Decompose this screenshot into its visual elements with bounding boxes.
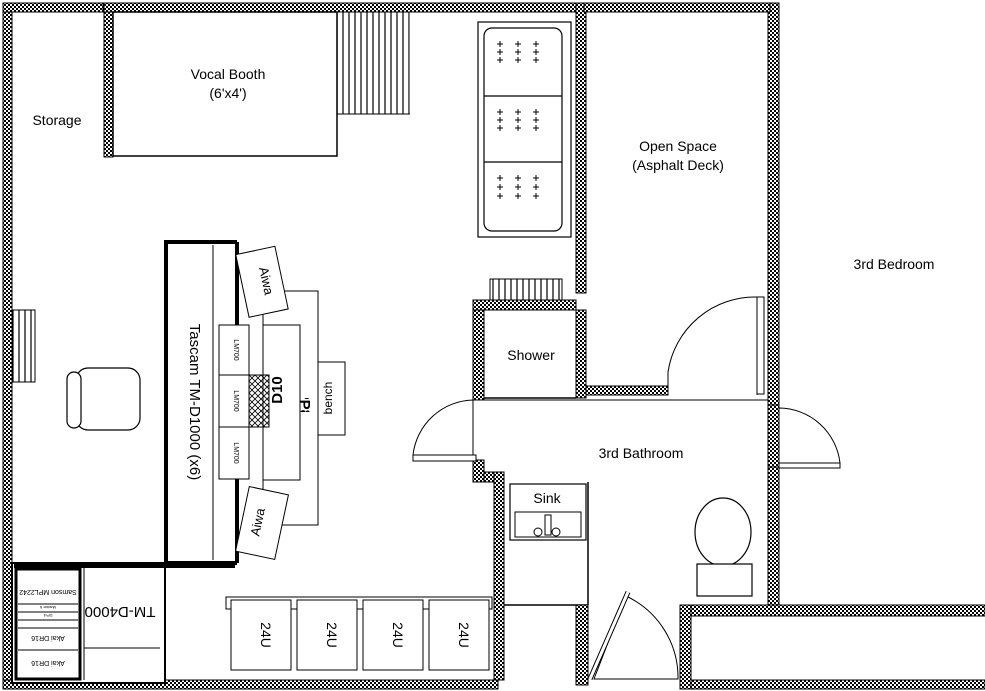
sofa-tuft bbox=[515, 193, 521, 199]
bench bbox=[317, 361, 346, 436]
sofa-tuft bbox=[533, 109, 539, 115]
lm700-label-b: LM700 bbox=[232, 390, 239, 412]
chair bbox=[66, 367, 141, 431]
crosshatch-block bbox=[248, 374, 270, 428]
sofa-tuft bbox=[533, 57, 539, 63]
bathroom-door-left[interactable] bbox=[412, 399, 477, 462]
sofa-tuft bbox=[533, 193, 539, 199]
sofa-tuft bbox=[497, 184, 503, 190]
sofa-tuft bbox=[497, 49, 503, 55]
sofa-tuft bbox=[533, 175, 539, 181]
vocal-booth-label: Vocal Booth bbox=[191, 66, 266, 82]
toilet bbox=[694, 497, 753, 597]
bedroom-door[interactable] bbox=[778, 407, 841, 469]
bathroom-label: 3rd Bathroom bbox=[599, 445, 684, 461]
sofa-tuft bbox=[515, 49, 521, 55]
pp-label: PP85 bbox=[296, 390, 313, 427]
samson-label: Samson MPL2242 bbox=[19, 588, 77, 595]
vocal-booth bbox=[112, 11, 338, 157]
sofa-tuft bbox=[533, 41, 539, 47]
akai-label-1: Akai DR16 bbox=[31, 634, 65, 641]
sofa-tuft bbox=[515, 184, 521, 190]
lm700-label-a: LM700 bbox=[232, 339, 239, 361]
sofa-tuft bbox=[533, 184, 539, 190]
pp-label-clip: PP85 bbox=[296, 390, 313, 427]
sofa-tuft bbox=[515, 117, 521, 123]
open-space-note: (Asphalt Deck) bbox=[632, 157, 724, 173]
left-vent bbox=[12, 309, 36, 383]
sofa-tuft bbox=[497, 41, 503, 47]
aiwa-top-label: Aiwa bbox=[256, 266, 277, 297]
lm700-stack: LM700 LM700 LM700 bbox=[218, 324, 250, 480]
console-desk: Tascam TM-D1000 (x6) bbox=[164, 240, 239, 565]
tiny-label-2: DP/4 bbox=[43, 613, 53, 618]
sofa-tuft bbox=[497, 117, 503, 123]
rack-label-3: 24U bbox=[390, 622, 406, 648]
rack-row: 24U 24U 24U 24U bbox=[225, 596, 493, 671]
sink-label: Sink bbox=[533, 490, 561, 506]
sofa-tuft bbox=[515, 109, 521, 115]
sink: Sink bbox=[509, 483, 587, 541]
sofa-tuft bbox=[533, 117, 539, 123]
stairs bbox=[336, 11, 410, 115]
sofa-tuft bbox=[497, 193, 503, 199]
audio-rack: Samson MPL2242 Mackie 6 DP/4 Akai DR16 A… bbox=[14, 567, 82, 681]
open-space-door[interactable] bbox=[667, 296, 765, 395]
shower-label: Shower bbox=[507, 347, 555, 363]
bedroom-label: 3rd Bedroom bbox=[854, 256, 935, 272]
bench-label: bench bbox=[321, 382, 335, 415]
sofa-tuft bbox=[533, 49, 539, 55]
tm-d4000-label: TM-D4000 bbox=[85, 603, 156, 620]
mixer-block bbox=[262, 324, 301, 481]
sofa-tuft bbox=[497, 57, 503, 63]
aiwa-bottom: Aiwa bbox=[234, 485, 290, 561]
akai-label-2: Akai DR16 bbox=[31, 659, 65, 666]
tm-d4000-line: TM-D4000 bbox=[85, 603, 156, 620]
sofa bbox=[477, 21, 572, 238]
rack-label-4: 24U bbox=[456, 622, 472, 648]
sofa-tuft bbox=[515, 41, 521, 47]
sofa-tuft bbox=[533, 125, 539, 131]
tascam-label: Tascam TM-D1000 (x6) bbox=[186, 324, 203, 480]
storage-label: Storage bbox=[32, 112, 81, 128]
rack-label-1: 24U bbox=[258, 622, 274, 648]
sofa-tuft bbox=[515, 57, 521, 63]
sofa-tuft bbox=[497, 125, 503, 131]
shower-vent bbox=[489, 278, 563, 301]
sofa-tuft bbox=[497, 109, 503, 115]
lm700-label-c: LM700 bbox=[232, 442, 239, 464]
aiwa-bottom-label: Aiwa bbox=[247, 506, 268, 537]
open-space-label: Open Space bbox=[639, 138, 717, 154]
sofa-tuft bbox=[515, 175, 521, 181]
rack-label-2: 24U bbox=[324, 622, 340, 648]
d10-label: D10 bbox=[269, 376, 286, 404]
sofa-tuft bbox=[515, 125, 521, 131]
bathroom-door-bottom[interactable] bbox=[587, 590, 679, 681]
sofa-tuft bbox=[497, 175, 503, 181]
tiny-label-1: Mackie 6 bbox=[39, 605, 56, 610]
aiwa-top: Aiwa bbox=[235, 245, 289, 318]
vocal-booth-size: (6'x4') bbox=[209, 85, 246, 101]
